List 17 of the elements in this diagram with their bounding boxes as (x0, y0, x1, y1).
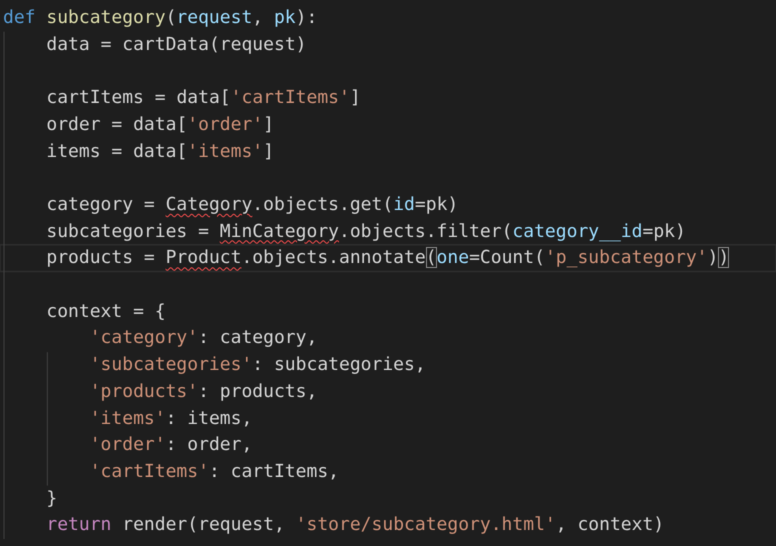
code-line: subcategories = MinCategory.objects.filter(category__id=pk) (46, 220, 686, 244)
code-line: category = Category.objects.get(id=pk) (46, 192, 458, 217)
code-line: def subcategory(request, pk): (3, 6, 318, 30)
code-line: 'products': products, (90, 380, 318, 404)
code-line: 'category': category, (90, 326, 318, 350)
code-line: 'cartItems': cartItems, (90, 460, 340, 484)
code-line: context = { (46, 300, 166, 324)
code-line: order = data['order'] (46, 112, 274, 137)
code-line: cartItems = data['cartItems'] (46, 86, 361, 110)
code-line: } (46, 486, 58, 511)
code-line: data = cartData(request) (46, 32, 306, 57)
code-line: items = data['items'] (46, 140, 274, 164)
code-line: 'items': items, (90, 406, 252, 430)
code-line: return render(request, 'store/subcategory.html', context) (46, 513, 664, 538)
code-line: 'subcategories': subcategories, (90, 353, 426, 378)
code-line: 'order': order, (90, 433, 252, 458)
code-line: products = Product.objects.annotate(one=Count('p_subcategory')) (46, 246, 730, 270)
